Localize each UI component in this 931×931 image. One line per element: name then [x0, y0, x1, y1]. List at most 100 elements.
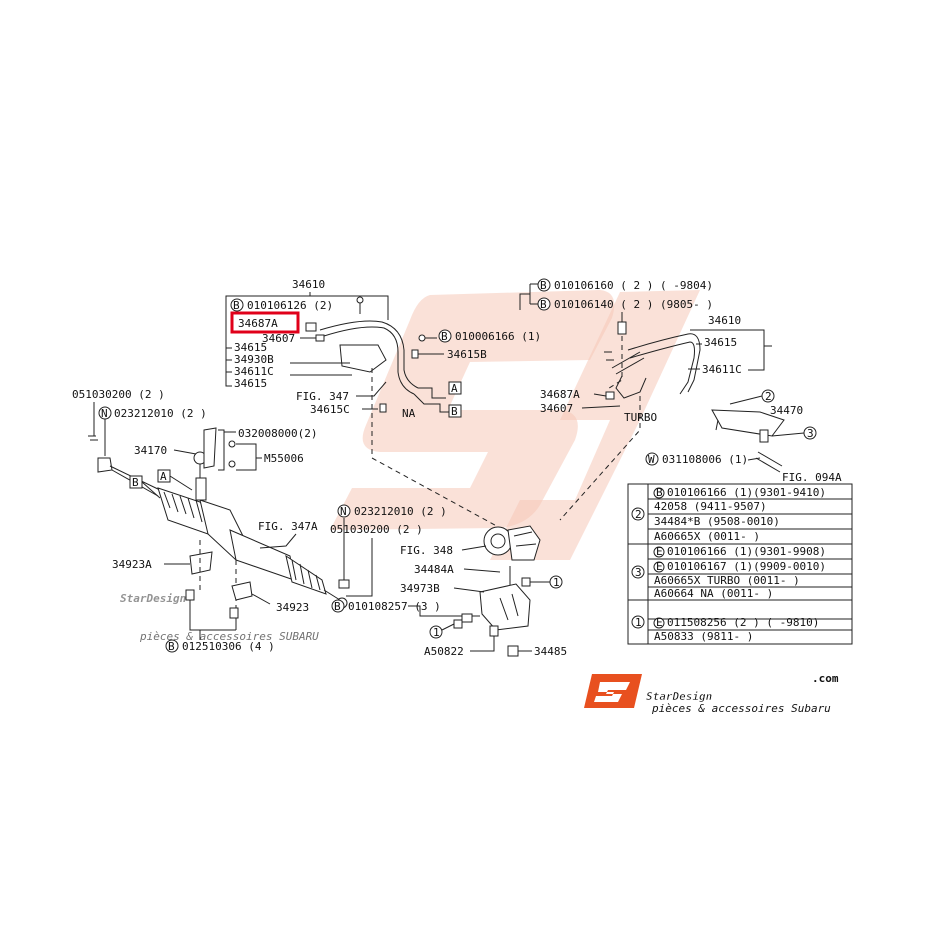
ref-circle-1: 1: [553, 576, 560, 589]
table-row: 010106167 (1)(9909-0010): [667, 560, 826, 573]
clamp-34687A: [305, 322, 317, 332]
highlight-box: [230, 311, 300, 334]
mount-34923A: [189, 551, 213, 575]
label-010108257: 010108257 (3 ): [348, 600, 441, 613]
bolt-icon: [356, 296, 364, 304]
ref-box-b: [448, 404, 462, 418]
label-010106126: 010106126 (2): [247, 299, 333, 312]
table-row: A60665X (0011- ): [654, 530, 760, 543]
label-012510306: 012510306 (4 ): [182, 640, 275, 653]
hose-bracket: [339, 344, 387, 373]
label-34607: 34607: [262, 332, 295, 345]
pump-bracket: [479, 583, 531, 631]
label-34611C-right: 34611C: [702, 363, 742, 376]
letter-b: B: [441, 330, 448, 343]
letter-n: N: [340, 505, 347, 518]
power-steering-pump: [507, 525, 541, 561]
ref-a: A: [160, 470, 167, 483]
logo-brand: StarDesign: [646, 690, 713, 703]
label-34930B: 34930B: [234, 353, 274, 366]
label-A50822: A50822: [424, 645, 464, 658]
label-023212010-left: 023212010 (2 ): [114, 407, 207, 420]
label-34615B: 34615B: [447, 348, 487, 361]
ref-a: A: [451, 382, 458, 395]
table-row: A50833 (9811- ): [654, 630, 753, 643]
bolt-b-marker: [230, 298, 244, 312]
ref-b: B: [451, 405, 458, 418]
label-34610-right: 34610: [708, 314, 741, 327]
label-34615-a: 34615: [234, 341, 267, 354]
label-023212010-mid: 023212010 (2 ): [354, 505, 447, 518]
rack-boot-right: [285, 554, 327, 595]
label-010006166: 010006166 (1): [455, 330, 541, 343]
table-row: 010106166 (1)(9301-9410): [667, 486, 826, 499]
label-34611C: 34611C: [234, 365, 274, 378]
label-032008000: 032008000(2): [238, 427, 317, 440]
label-fig-347A[interactable]: FIG. 347A: [258, 520, 318, 533]
stardesign-logo: StarDesign .com pièces & accessoires Sub…: [584, 672, 839, 715]
ref-box-a: [448, 381, 462, 395]
group-na-hoses: 34610 B 010106126 (2) 34687A 34607 34615…: [225, 278, 541, 531]
label-34170: 34170: [134, 444, 167, 457]
label-34923A: 34923A: [112, 558, 152, 571]
watermark-tagline: pièces & accessoires SUBARU: [139, 630, 319, 643]
label-051030200-top: 051030200 (2 ): [72, 388, 165, 401]
label-34485: 34485: [534, 645, 567, 658]
letter-b: B: [334, 600, 341, 613]
mount-34923: [231, 581, 253, 601]
label-34923: 34923: [276, 601, 309, 614]
label-turbo: TURBO: [624, 411, 657, 424]
label-34484A: 34484A: [414, 563, 454, 576]
table-row: 010106166 (1)(9301-9908): [667, 545, 826, 558]
label-010106140: 010106140 ( 2 ) (9805- ): [554, 298, 713, 311]
table-key-1: 1: [635, 616, 642, 629]
label-34973B: 34973B: [400, 582, 440, 595]
group-steering-rack: 051030200 (2 ) N 023212010 (2 ) 34170 03…: [72, 388, 447, 653]
letter-b: B: [540, 279, 547, 292]
tie-rod-end-left: [97, 457, 113, 473]
group-pump: FIG. 348 34484A 34973B B 010108257 (3 ) …: [331, 525, 567, 658]
letter-n: N: [101, 407, 108, 420]
letter-b: B: [540, 298, 547, 311]
letter-w: W: [648, 453, 655, 466]
label-010106160: 010106160 ( 2 ) ( -9804): [554, 279, 713, 292]
table-row: A60664 NA (0011- ): [654, 587, 773, 600]
label-na: NA: [402, 407, 416, 420]
watermark-brand: StarDesign: [120, 592, 187, 605]
logo-domain: .com: [812, 672, 839, 685]
table-row: 42058 (9411-9507): [654, 500, 767, 513]
label-34470: 34470: [770, 404, 803, 417]
highlighted-part-34687A[interactable]: 34687A: [238, 317, 278, 330]
table-row: 34484*B (9508-0010): [654, 515, 780, 528]
label-fig-348[interactable]: FIG. 348: [400, 544, 453, 557]
label-34615C: 34615C: [310, 403, 350, 416]
label-fig-094A[interactable]: FIG. 094A: [782, 471, 842, 484]
label-fig-347[interactable]: FIG. 347: [296, 390, 349, 403]
letter-b: B: [656, 486, 663, 499]
label-34615-right: 34615: [704, 336, 737, 349]
label-34615-b: 34615: [234, 377, 267, 390]
label-M55006: M55006: [264, 452, 304, 465]
label-34607-right: 34607: [540, 402, 573, 415]
label-34687A-right: 34687A: [540, 388, 580, 401]
letter-b: B: [168, 640, 175, 653]
letter-e: E: [656, 560, 663, 573]
letter-e: E: [656, 545, 663, 558]
logo-mark: [584, 674, 642, 708]
ref-circle-2: 2: [765, 390, 772, 403]
table-row: A60665X TURBO (0011- ): [654, 574, 800, 587]
table-key-2: 2: [635, 508, 642, 521]
letter-e: E: [656, 616, 663, 629]
ref-circle-1: 1: [433, 626, 440, 639]
rack-housing: [229, 529, 295, 581]
logo-tagline: pièces & accessoires Subaru: [651, 702, 831, 715]
group-turbo-hoses: B 010106160 ( 2 ) ( -9804) B 010106140 (…: [519, 278, 842, 521]
ref-circle-3: 3: [807, 427, 814, 440]
ref-b: B: [132, 476, 139, 489]
letter-b: B: [233, 299, 240, 312]
bolt-icon: [418, 334, 426, 342]
application-table: 2 3 1 B 010106166 (1)(9301-9410) 42058 (…: [627, 483, 853, 645]
clamp-34607: [315, 334, 325, 342]
table-key-3: 3: [635, 566, 642, 579]
